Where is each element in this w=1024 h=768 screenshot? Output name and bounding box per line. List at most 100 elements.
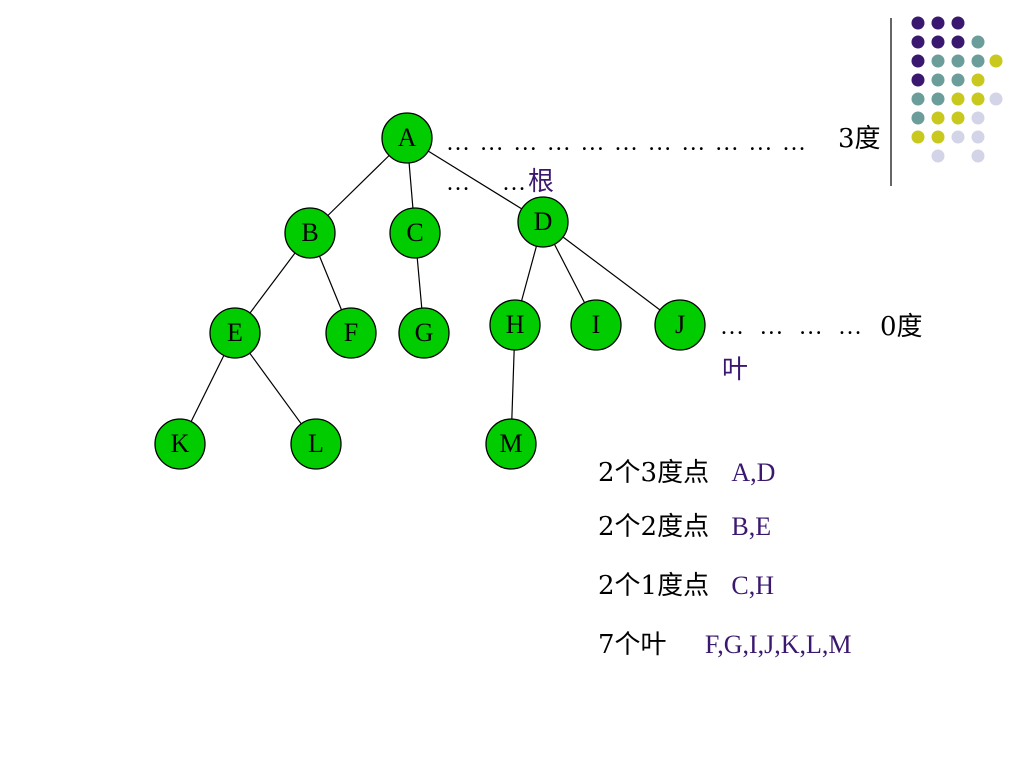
node-circle — [154, 418, 206, 470]
node-label: M — [499, 429, 522, 458]
summary-row-value: A,D — [731, 458, 776, 487]
summary-row-value: B,E — [731, 512, 772, 541]
node-label: H — [506, 310, 525, 339]
node-label: I — [592, 310, 601, 339]
node-label: F — [344, 318, 358, 347]
edge-b-e — [249, 252, 296, 314]
edge-d-h — [520, 245, 538, 302]
decoration-dot — [971, 149, 985, 163]
summary-row-label: 7个叶 — [598, 630, 667, 660]
node-circle — [284, 207, 336, 259]
decoration-dot — [951, 16, 965, 30]
leaf-label: 叶 — [722, 355, 748, 385]
decoration-dot — [931, 92, 945, 106]
decoration-dot — [911, 92, 925, 106]
root-degree-dots: …………………………… — [446, 130, 806, 156]
leaf-degree-dots: ………… — [720, 314, 862, 340]
node-circle — [325, 307, 377, 359]
edge-h-m — [511, 349, 515, 420]
tree-node-c: C — [389, 207, 441, 259]
decoration-dot — [931, 54, 945, 68]
tree-node-f: F — [325, 307, 377, 359]
decoration-dot — [951, 92, 965, 106]
tree-node-l: L — [290, 418, 342, 470]
decoration-dot — [911, 130, 925, 144]
summary-row-label: 2个2度点 — [598, 512, 710, 542]
edge-b-f — [318, 255, 343, 311]
tree-node-e: E — [209, 307, 261, 359]
decoration-dot — [971, 54, 985, 68]
node-circle — [381, 112, 433, 164]
node-label: L — [308, 429, 324, 458]
node-label: A — [398, 123, 417, 152]
edge-c-g — [416, 257, 423, 309]
node-label: D — [534, 207, 553, 236]
decoration-dot — [911, 73, 925, 87]
decoration-dot — [931, 35, 945, 49]
summary-row: 7个叶 F,G,I,J,K,L,M — [598, 624, 852, 661]
tree-edges — [190, 150, 661, 425]
node-label: G — [415, 318, 434, 347]
decoration-dot — [931, 111, 945, 125]
tree-node-g: G — [398, 307, 450, 359]
decoration-dot — [911, 54, 925, 68]
decoration-dot — [971, 35, 985, 49]
node-circle — [398, 307, 450, 359]
decoration-dot — [931, 73, 945, 87]
tree-node-b: B — [284, 207, 336, 259]
edge-a-c — [408, 162, 414, 209]
tree-node-i: I — [570, 299, 622, 351]
node-label: B — [301, 218, 318, 247]
node-label: K — [171, 429, 190, 458]
tree-node-d: D — [517, 196, 569, 248]
node-circle — [389, 207, 441, 259]
root-dots: …… — [446, 170, 526, 196]
decoration-dot — [971, 73, 985, 87]
decoration-dot — [971, 130, 985, 144]
tree-node-m: M — [485, 418, 537, 470]
edge-d-j — [562, 236, 661, 311]
node-label: J — [675, 310, 685, 339]
node-circle — [485, 418, 537, 470]
edge-a-b — [327, 155, 390, 216]
root-label: 根 — [528, 167, 554, 197]
node-circle — [654, 299, 706, 351]
decoration-dot — [911, 16, 925, 30]
summary-row-value: C,H — [731, 571, 774, 600]
decoration-dot — [989, 54, 1003, 68]
tree-node-k: K — [154, 418, 206, 470]
decoration-dot — [931, 149, 945, 163]
node-circle — [290, 418, 342, 470]
decoration-dot — [911, 111, 925, 125]
summary-row-value: F,G,I,J,K,L,M — [704, 630, 852, 659]
decoration-dot — [951, 35, 965, 49]
summary-row-label: 2个3度点 — [598, 458, 710, 488]
node-circle — [517, 196, 569, 248]
edge-a-d — [427, 150, 523, 210]
tree-node-j: J — [654, 299, 706, 351]
root-degree-label: 3度 — [838, 124, 881, 154]
leaf-degree-label: 0度 — [880, 312, 923, 342]
node-label: C — [406, 218, 423, 247]
decoration-dot — [989, 92, 1003, 106]
tree-node-a: A — [381, 112, 433, 164]
decoration-dot — [951, 130, 965, 144]
decoration-dot — [931, 130, 945, 144]
node-circle — [489, 299, 541, 351]
tree-node-h: H — [489, 299, 541, 351]
edge-e-k — [190, 355, 225, 422]
decoration-dot — [911, 35, 925, 49]
tree-nodes: A B C D E F G H I J K L M — [154, 112, 706, 470]
decoration-dot — [971, 111, 985, 125]
summary-row: 2个1度点 C,H — [598, 565, 774, 602]
node-circle — [209, 307, 261, 359]
decoration-dot — [971, 92, 985, 106]
decoration-dot — [951, 54, 965, 68]
summary-row: 2个2度点 B,E — [598, 506, 771, 543]
edge-d-i — [553, 243, 586, 304]
summary-row: 2个3度点 A,D — [598, 452, 775, 489]
decoration-dot — [951, 111, 965, 125]
